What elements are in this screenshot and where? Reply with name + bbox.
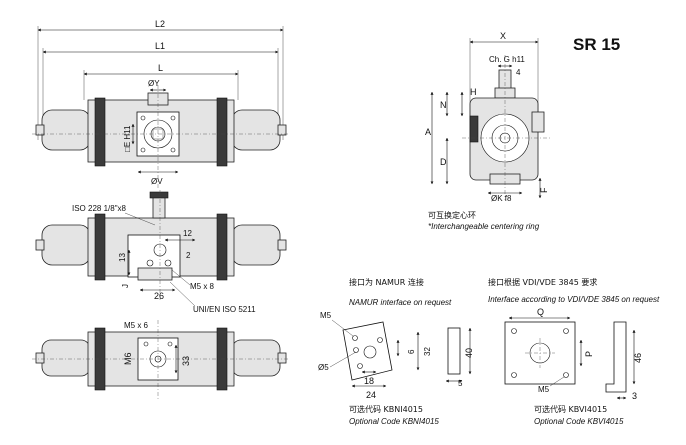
dim-label-m6: M6 <box>123 352 133 365</box>
dim-label-13: 13 <box>118 253 127 262</box>
vdi-label-q: Q <box>537 307 544 317</box>
namur-code-cn: 可选代码 KBNI4015 <box>349 404 423 414</box>
vdi-caption-en: Interface according to VDI/VDE 3845 on r… <box>488 295 660 304</box>
dim-label-ch-g-h11: Ch. G h11 <box>489 55 525 64</box>
vdi-label-46: 46 <box>633 353 643 363</box>
dim-label-l2: L2 <box>155 19 165 29</box>
dim-label-n: N <box>440 100 447 110</box>
dim-label-l: L <box>158 63 163 73</box>
dim-label-x: X <box>500 31 506 41</box>
namur-label-m5: M5 <box>320 311 332 320</box>
namur-side-plate <box>447 327 461 375</box>
namur-label-6: 6 <box>407 349 416 354</box>
namur-caption-cn: 接口为 NAMUR 连接 <box>349 277 424 287</box>
vdi-code-en: Optional Code KBVI4015 <box>534 417 624 426</box>
side-profile-view: X Ch. G h11 4 A N H D ØK f8 F <box>425 31 550 203</box>
namur-caption-en: NAMUR interface on request <box>349 298 452 307</box>
centering-caption-en: *Interchangeable centering ring <box>428 222 540 231</box>
dim-label-j: J <box>121 284 130 288</box>
vdi-label-p: P <box>584 351 594 357</box>
namur-label-5: 5 <box>458 379 463 388</box>
dim-label-m5x6: M5 x 6 <box>124 321 149 330</box>
namur-label-o5: Ø5 <box>318 363 329 372</box>
dim-label-uni-en-iso: UNI/EN ISO 5211 <box>193 305 256 314</box>
bottom-view: M5 x 6 M6 33 <box>32 320 290 400</box>
end-cap-left <box>41 109 91 151</box>
dim-label-ok-f8: ØK f8 <box>491 194 512 203</box>
vdi-interface-drawing: Q P M5 46 3 <box>504 307 643 401</box>
dim-label-oy: ØY <box>148 79 160 88</box>
vdi-side-bracket <box>605 321 627 393</box>
dim-label-e-h11: □E H11 <box>123 125 132 152</box>
namur-label-40: 40 <box>464 348 474 358</box>
dim-label-m5x8: M5 x 8 <box>190 282 215 291</box>
end-cap-right <box>231 109 281 151</box>
dim-label-12: 12 <box>183 229 192 238</box>
namur-label-32: 32 <box>423 347 432 356</box>
namur-label-24: 24 <box>366 390 376 400</box>
dim-label-26: 26 <box>154 291 164 301</box>
centering-caption-cn: 可互换定心环 <box>428 210 476 220</box>
top-view: L2 L1 L ØY □E H11 ØV <box>32 19 290 190</box>
front-view: ISO 228 1/8"x8 12 2 13 J 26 M5 x 8 UNI/E… <box>35 190 287 314</box>
namur-label-18: 18 <box>364 376 374 386</box>
air-port <box>152 195 166 219</box>
vdi-code-cn: 可选代码 KBVI4015 <box>534 404 607 414</box>
dim-label-f: F <box>539 187 549 193</box>
vdi-caption-cn: 接口根据 VDI/VDE 3845 要求 <box>488 277 597 287</box>
dim-label-ov: ØV <box>151 177 163 186</box>
namur-interface-drawing: M5 Ø5 6 32 18 24 40 5 <box>318 311 474 400</box>
namur-code-en: Optional Code KBNI4015 <box>349 417 439 426</box>
dim-label-4: 4 <box>516 68 521 77</box>
dim-label-iso228: ISO 228 1/8"x8 <box>72 204 127 213</box>
dim-label-2: 2 <box>186 251 191 260</box>
page-title: SR 15 <box>573 35 620 54</box>
dim-label-h: H <box>470 87 477 97</box>
vdi-label-m5: M5 <box>538 385 550 394</box>
vdi-label-3: 3 <box>632 391 637 401</box>
dim-label-33: 33 <box>181 356 191 366</box>
dim-label-a: A <box>425 127 431 137</box>
dim-label-l1: L1 <box>155 41 165 51</box>
dim-label-d: D <box>440 157 447 167</box>
